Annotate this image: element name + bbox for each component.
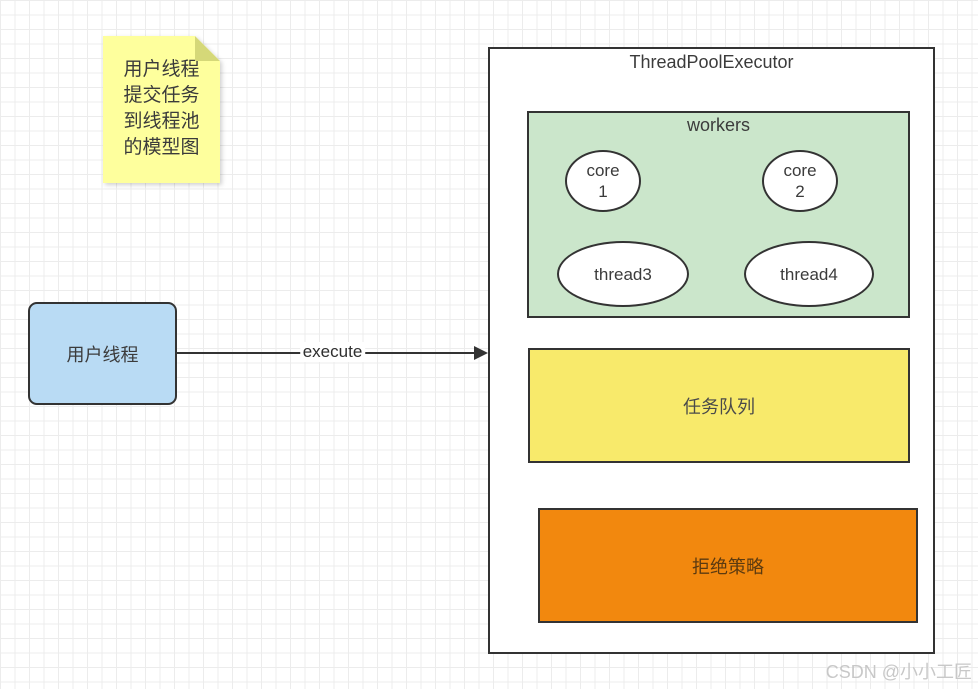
workers-title: workers bbox=[686, 115, 750, 135]
task-queue-box: 任务队列 bbox=[528, 348, 910, 463]
execute-arrow: execute bbox=[177, 339, 488, 367]
user-thread-box: 用户线程 bbox=[28, 302, 177, 405]
user-thread-label: 用户线程 bbox=[66, 344, 139, 365]
reject-policy-label: 拒绝策略 bbox=[692, 556, 764, 577]
sticky-note: 用户线程 提交任务 到线程池 的模型图 bbox=[103, 36, 220, 183]
note-text: 用户线程 提交任务 到线程池 的模型图 bbox=[123, 59, 200, 158]
sticky-note-body: 用户线程 提交任务 到线程池 的模型图 bbox=[103, 36, 220, 183]
execute-label: execute bbox=[299, 342, 366, 362]
task-queue-label: 任务队列 bbox=[683, 396, 755, 417]
worker-node-core-1: core 1 bbox=[565, 150, 641, 212]
threadpoolexecutor-title: ThreadPoolExecutor bbox=[629, 52, 794, 72]
reject-policy-box: 拒绝策略 bbox=[538, 508, 918, 623]
arrowhead-icon bbox=[474, 346, 488, 360]
worker-node-core-2: core 2 bbox=[762, 150, 838, 212]
worker-node-thread4: thread4 bbox=[744, 241, 874, 307]
worker-node-thread3: thread3 bbox=[557, 241, 689, 307]
note-fold-corner-icon bbox=[195, 36, 220, 61]
watermark: CSDN @小小工匠 bbox=[825, 662, 972, 682]
